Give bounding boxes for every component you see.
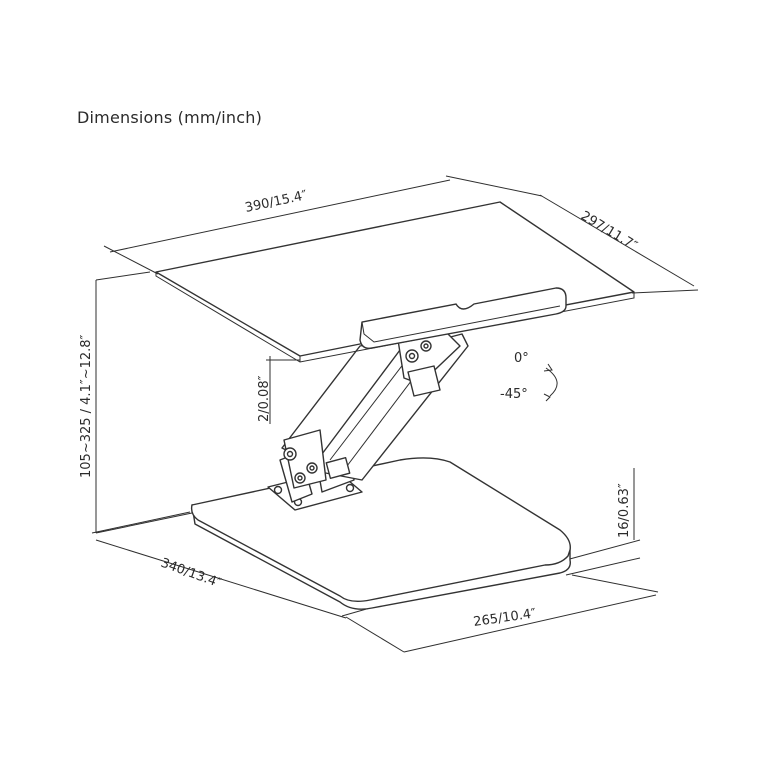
- base-width-label: 265/10.4″: [472, 606, 537, 630]
- tilt-indicator: 0° -45°: [500, 351, 558, 402]
- base-thickness-label: 16/0.63″: [617, 483, 632, 538]
- lip-height-label: 2/0.08″: [257, 375, 272, 422]
- tilt-bottom-label: -45°: [500, 387, 528, 402]
- tilt-top-label: 0°: [514, 351, 529, 366]
- base-depth-label: 340/13.4″: [159, 556, 223, 592]
- laptop-tray: [155, 201, 635, 397]
- base-plate: [190, 457, 571, 610]
- dimension-lines: [91, 175, 699, 653]
- tray-depth-label: 297/11.7″: [578, 209, 640, 254]
- diagram-title: Dimensions (mm/inch): [77, 108, 263, 127]
- height-range-label: 105~325 / 4.1″~12.8″: [79, 334, 94, 478]
- tilt-arrow: [545, 367, 558, 397]
